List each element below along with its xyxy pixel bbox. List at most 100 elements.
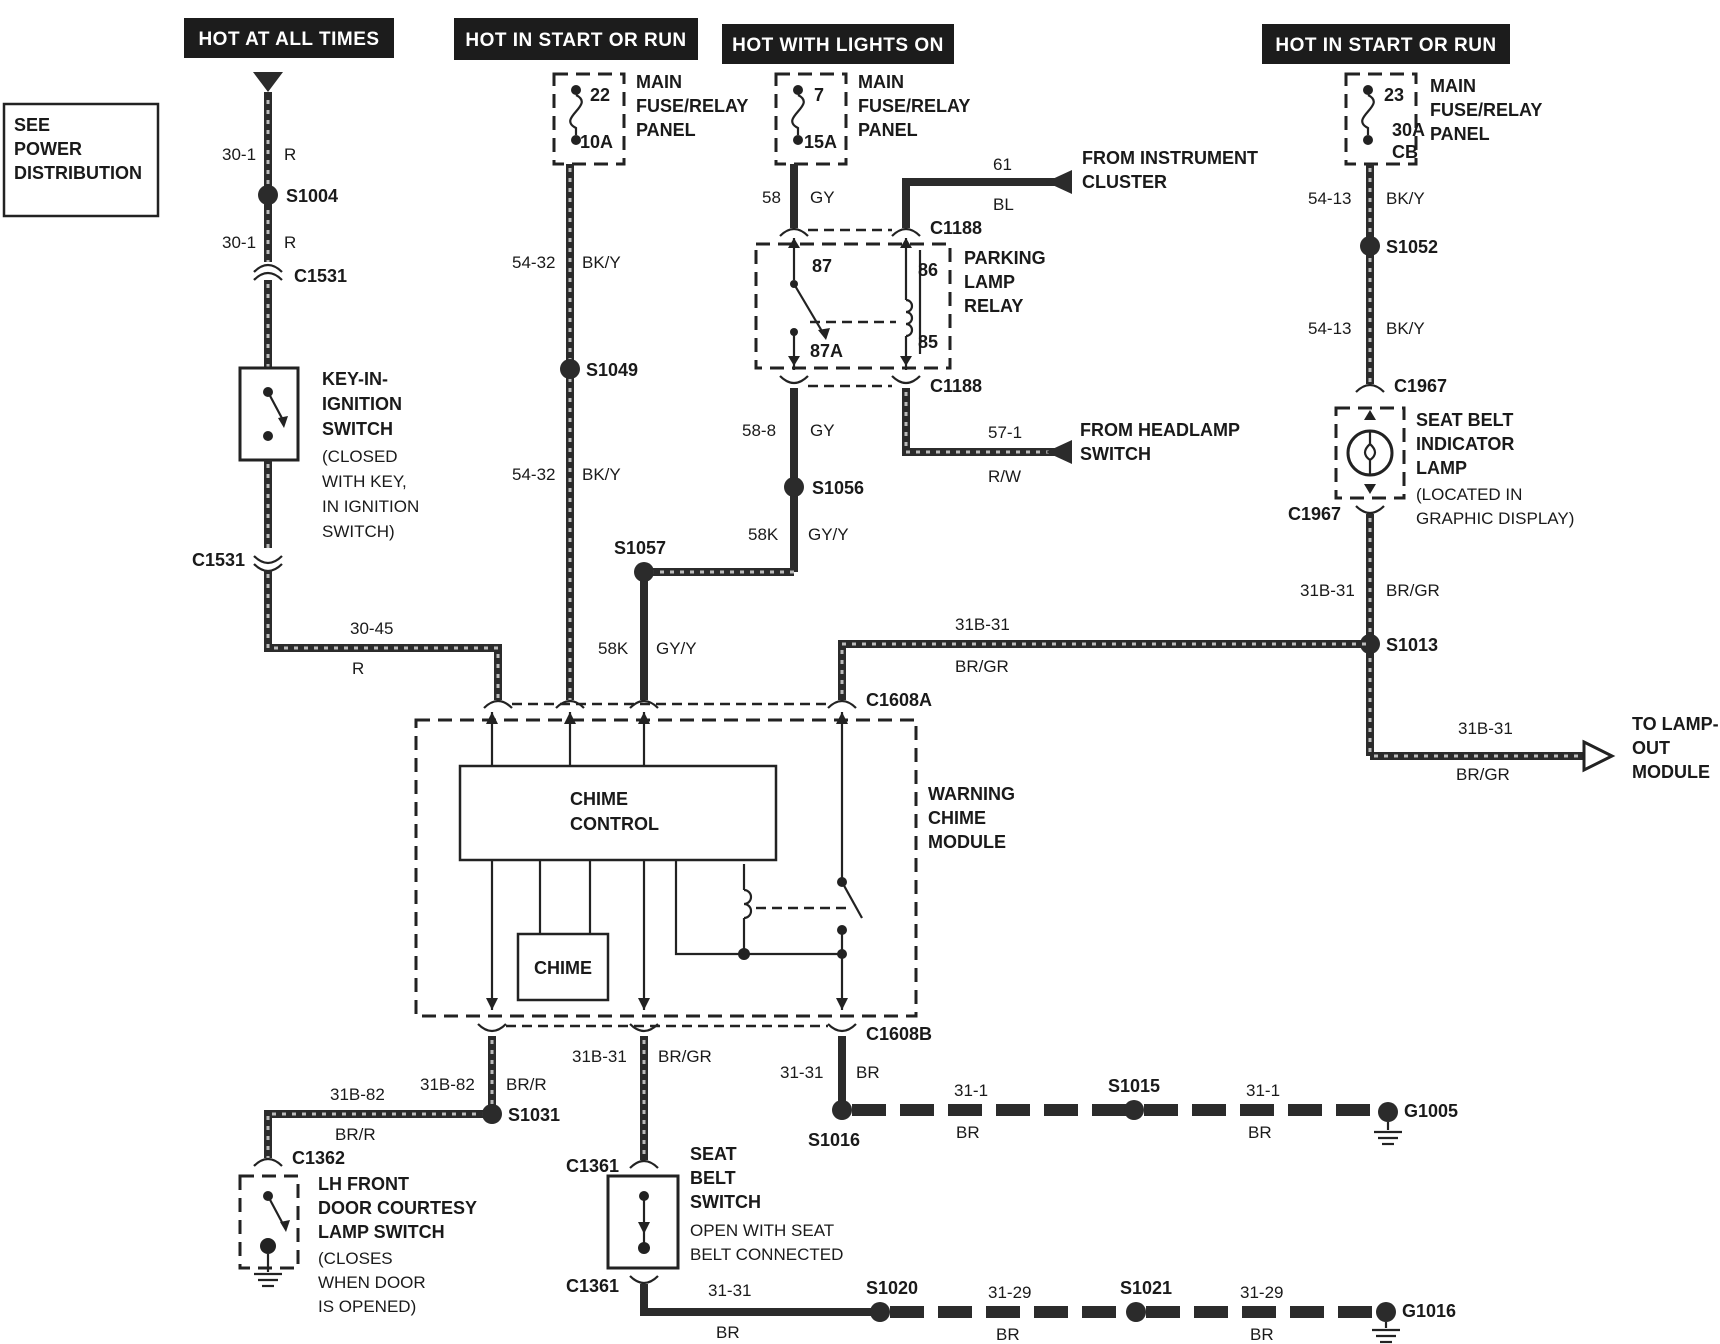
diagram-label: IN IGNITION [322,497,419,516]
diagram-label: C1361 [566,1156,619,1176]
diagram-label: CLUSTER [1082,172,1167,192]
diagram-label: MAIN [858,72,904,92]
diagram-label: CHIME [928,808,986,828]
diagram-label: WITH KEY, [322,472,407,491]
diagram-label: FROM HEADLAMP [1080,420,1240,440]
diagram-label: S1004 [286,186,338,206]
diagram-label: (LOCATED IN [1416,485,1522,504]
diagram-label: 31-31 [780,1063,823,1082]
diagram-label: C1608B [866,1024,932,1044]
diagram-label: R [284,145,296,164]
diagram-label: 31B-31 [1300,581,1355,600]
diagram-label: 87 [812,256,832,276]
diagram-label: 31B-31 [955,615,1010,634]
diagram-label: POWER [14,139,82,159]
diagram-label: MODULE [1632,762,1710,782]
diagram-label: S1049 [586,360,638,380]
diagram-label: DOOR COURTESY [318,1198,477,1218]
diagram-label: S1013 [1386,635,1438,655]
splice-s1057 [634,562,654,582]
diagram-label: BELT [690,1168,736,1188]
splice-s1004 [258,185,278,205]
diagram-label: SEE [14,115,50,135]
connector-c1608b: C1608B [477,1023,932,1044]
header-hot-in-start-or-run-2: HOT IN START OR RUN [1262,24,1510,64]
splice-s1016 [832,1100,852,1120]
diagram-label: C1362 [292,1148,345,1168]
diagram-label: BK/Y [1386,189,1425,208]
diagram-label: S1020 [866,1278,918,1298]
diagram-label: MODULE [928,832,1006,852]
lights-on-circuit: 7 15A MAIN FUSE/RELAY PANEL 58 GY 61 BL … [598,72,1258,700]
seat-belt-switch-circuit: 31B-31 BR/GR C1361 SEAT BELT SWITCH OPEN… [566,1036,1456,1344]
diagram-label: C1188 [930,376,982,396]
diagram-label: WHEN DOOR [318,1273,426,1292]
diagram-label: C1608A [866,690,932,710]
diagram-label: (CLOSES [318,1249,393,1268]
diagram-label: CHIME [570,789,628,809]
diagram-label: 30-45 [350,619,393,638]
diagram-label: HOT IN START OR RUN [465,30,686,51]
diagram-label: 10A [580,132,613,152]
diagram-label: BL [993,195,1014,214]
diagram-label: 31B-31 [572,1047,627,1066]
diagram-label: 58-8 [742,421,776,440]
diagram-label: PARKING [964,248,1046,268]
diagram-label: 31-31 [708,1281,751,1300]
diagram-label: C1531 [294,266,347,286]
splice-s1056 [784,477,804,497]
diagram-label: C1967 [1394,376,1447,396]
diagram-label: C1531 [192,550,245,570]
diagram-label: GY [810,188,835,207]
diagram-label: BR [1250,1325,1274,1344]
diagram-label: S1057 [614,538,666,558]
diagram-label: CONTROL [570,814,659,834]
start-run-circuit-2: 23 30A CB MAIN FUSE/RELAY PANEL 54-13 BK… [838,72,1719,784]
diagram-label: R/W [988,467,1021,486]
diagram-label: SEAT [690,1144,737,1164]
diagram-label: G1005 [1404,1101,1458,1121]
diagram-label: 23 [1384,85,1404,105]
diagram-label: 54-32 [512,465,555,484]
diagram-label: S1015 [1108,1076,1160,1096]
diagram-label: 61 [993,155,1012,174]
diagram-label: (CLOSED [322,447,398,466]
diagram-label: BR [1248,1123,1272,1142]
diagram-label: DISTRIBUTION [14,163,142,183]
diagram-label: BR [956,1123,980,1142]
diagram-label: 58 [762,188,781,207]
diagram-label: R [284,233,296,252]
diagram-label: KEY-IN- [322,369,388,389]
diagram-label: SWITCH [322,419,393,439]
diagram-label: BR/GR [1386,581,1440,600]
ground-g1005 [1378,1102,1398,1122]
diagram-label: C1361 [566,1276,619,1296]
diagram-label: 58K [598,639,629,658]
diagram-label: 31B-31 [1458,719,1513,738]
diagram-label: S1031 [508,1105,560,1125]
connector-c1608a: C1608A [483,690,932,710]
diagram-label: PANEL [858,120,918,140]
header-hot-in-start-or-run-1: HOT IN START OR RUN [454,18,698,60]
diagram-label: 86 [918,260,938,280]
header-hot-at-all-times: HOT AT ALL TIMES [184,18,394,58]
diagram-label: GY/Y [808,525,849,544]
diagram-label: 30-1 [222,145,256,164]
diagram-label: INDICATOR [1416,434,1514,454]
diagram-label: C1188 [930,218,982,238]
diagram-label: BR/GR [1456,765,1510,784]
diagram-label: 30-1 [222,233,256,252]
diagram-label: BK/Y [1386,319,1425,338]
diagram-label: FROM INSTRUMENT [1082,148,1258,168]
diagram-label: 54-32 [512,253,555,272]
diagram-label: BR [716,1323,740,1342]
splice-s1031 [482,1104,502,1124]
diagram-label: 31-1 [954,1081,988,1100]
diagram-label: HOT AT ALL TIMES [198,29,379,50]
diagram-label: BR/R [506,1075,547,1094]
diagram-label: 7 [814,85,824,105]
start-run-circuit-1: 22 10A MAIN FUSE/RELAY PANEL 54-32 BK/Y … [512,72,748,700]
diagram-label: 15A [804,132,837,152]
ground-g1016 [1376,1302,1396,1322]
diagram-label: LAMP SWITCH [318,1222,445,1242]
